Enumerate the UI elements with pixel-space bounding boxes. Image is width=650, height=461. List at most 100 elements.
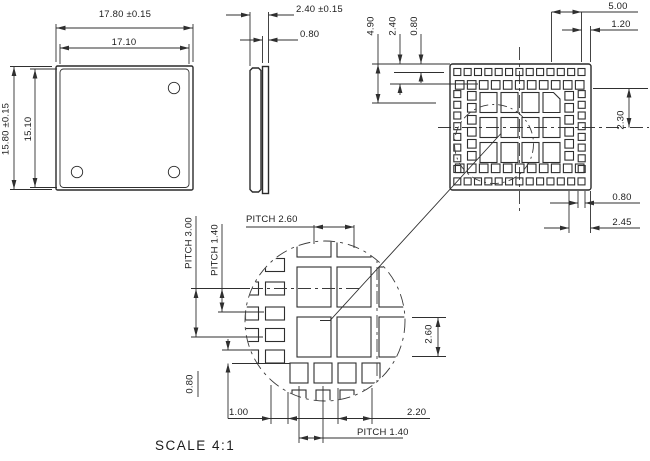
detail-view: PITCH 2.60 2.60 PITCH 3.00 PITCH 1.40 0.…: [184, 214, 446, 443]
contact-pad: [577, 90, 586, 99]
contact-pad: [525, 177, 534, 186]
arrowhead: [60, 45, 69, 51]
dim-label-080-right: 0.80: [612, 192, 631, 203]
contact-pad: [478, 80, 489, 90]
contact-pad: [336, 266, 372, 308]
dim-width-inner: 17.10: [59, 37, 190, 64]
contact-pad: [538, 80, 549, 90]
package-body-outline: [59, 68, 190, 188]
arrowhead: [626, 118, 632, 127]
contact-pad: [577, 67, 586, 77]
package-outline: [55, 65, 194, 191]
contact-pad: [463, 177, 472, 186]
contact-pad: [567, 177, 576, 186]
arrowhead: [363, 416, 372, 421]
contact-pad: [453, 67, 462, 77]
contact-pad: [264, 257, 286, 273]
contact-pad: [313, 362, 333, 384]
dim-label-500: 5.00: [608, 1, 627, 12]
contact-pad: [521, 141, 540, 164]
fiducial-hole: [167, 165, 181, 179]
contact-pad: [296, 266, 332, 308]
contact-pad: [479, 141, 498, 164]
arrowhead: [56, 25, 66, 31]
contact-pad: [562, 163, 573, 174]
pcb-profile: [261, 65, 270, 195]
contact-pad: [378, 266, 405, 308]
contact-pad: [453, 100, 462, 109]
contact-pad: [536, 177, 545, 186]
arrowhead: [375, 64, 381, 74]
contact-pad: [500, 91, 519, 114]
detail-pad-array: [245, 241, 405, 401]
contact-pad: [515, 67, 524, 77]
contact-pad: [564, 102, 575, 113]
arrowhead: [288, 416, 297, 421]
dim-height-outer: 15.80 ±0.15: [1, 66, 52, 190]
contact-pad: [538, 163, 549, 174]
arrowhead: [180, 45, 189, 51]
contact-pad: [564, 138, 575, 149]
dim-pad-260-right: 2.60: [412, 317, 446, 357]
arrowhead: [253, 37, 263, 43]
package-bottom-view: 4.90 2.40 0.80 5.00 1.20 2.30 0.80: [320, 1, 649, 321]
contact-pad: [564, 126, 575, 137]
contact-pad: [564, 90, 575, 101]
arrowhead: [183, 25, 193, 31]
arrowhead: [338, 416, 347, 421]
fiducial-hole: [167, 81, 181, 95]
arrowhead: [32, 69, 38, 79]
contact-pad: [525, 67, 534, 77]
contact-pad: [466, 163, 477, 174]
contact-pad: [296, 316, 332, 358]
contact-pad: [546, 177, 555, 186]
arrowhead: [11, 67, 17, 76]
contact-pad: [264, 349, 286, 364]
contact-pad: [466, 126, 477, 137]
dim-label-230: 2.30: [616, 110, 627, 129]
package-top-view: 17.80 ±0.15 17.10 15.80 ±0.15 15.10: [1, 9, 194, 191]
contact-pad: [473, 67, 483, 77]
contact-pad: [454, 80, 465, 90]
contact-pad: [466, 150, 477, 161]
dim-label-height-outer: 15.80 ±0.15: [1, 103, 12, 155]
dim-label-total-thickness: 2.40 ±0.15: [296, 4, 343, 15]
contact-pad: [494, 177, 503, 186]
contact-pad: [577, 100, 586, 109]
contact-pad: [504, 67, 514, 77]
arrowhead: [241, 12, 250, 18]
dim-label-pitch-300: PITCH 3.00: [184, 217, 195, 269]
contact-pad: [514, 80, 525, 90]
contact-pad: [514, 163, 525, 174]
contact-pad: [577, 154, 586, 163]
arrowhead: [397, 84, 403, 93]
dim-height-inner: 15.10: [23, 68, 57, 188]
contact-pad: [542, 116, 561, 139]
arrowhead: [626, 88, 632, 98]
contact-pad: [577, 111, 586, 120]
dim-top-right: 5.00 1.20: [551, 1, 638, 62]
dim-bottom-row: 1.00 2.20 PITCH 1.40: [228, 385, 430, 443]
dim-label-240: 2.40: [388, 16, 399, 35]
dim-label-120: 1.20: [611, 19, 630, 30]
arrowhead: [569, 200, 578, 206]
contact-pad: [562, 80, 573, 90]
arrowhead: [314, 435, 323, 441]
arrowhead: [585, 200, 594, 206]
detail-boundary-circle: [244, 240, 406, 402]
contact-pad: [500, 116, 519, 139]
contact-pad: [490, 80, 501, 90]
contact-pad: [466, 102, 477, 113]
contact-pad: [453, 132, 462, 141]
arrowhead: [268, 12, 278, 18]
detail-indicator-circle: [454, 104, 534, 184]
contact-pad: [526, 80, 537, 90]
contact-pad: [494, 67, 503, 77]
arrowhead: [262, 416, 271, 421]
contact-pad: [453, 177, 462, 186]
arrowhead: [418, 72, 424, 82]
contact-pad: [542, 141, 561, 164]
contact-pad: [564, 150, 575, 161]
contact-pad: [363, 389, 379, 401]
dim-label-080-detail: 0.80: [185, 374, 196, 393]
